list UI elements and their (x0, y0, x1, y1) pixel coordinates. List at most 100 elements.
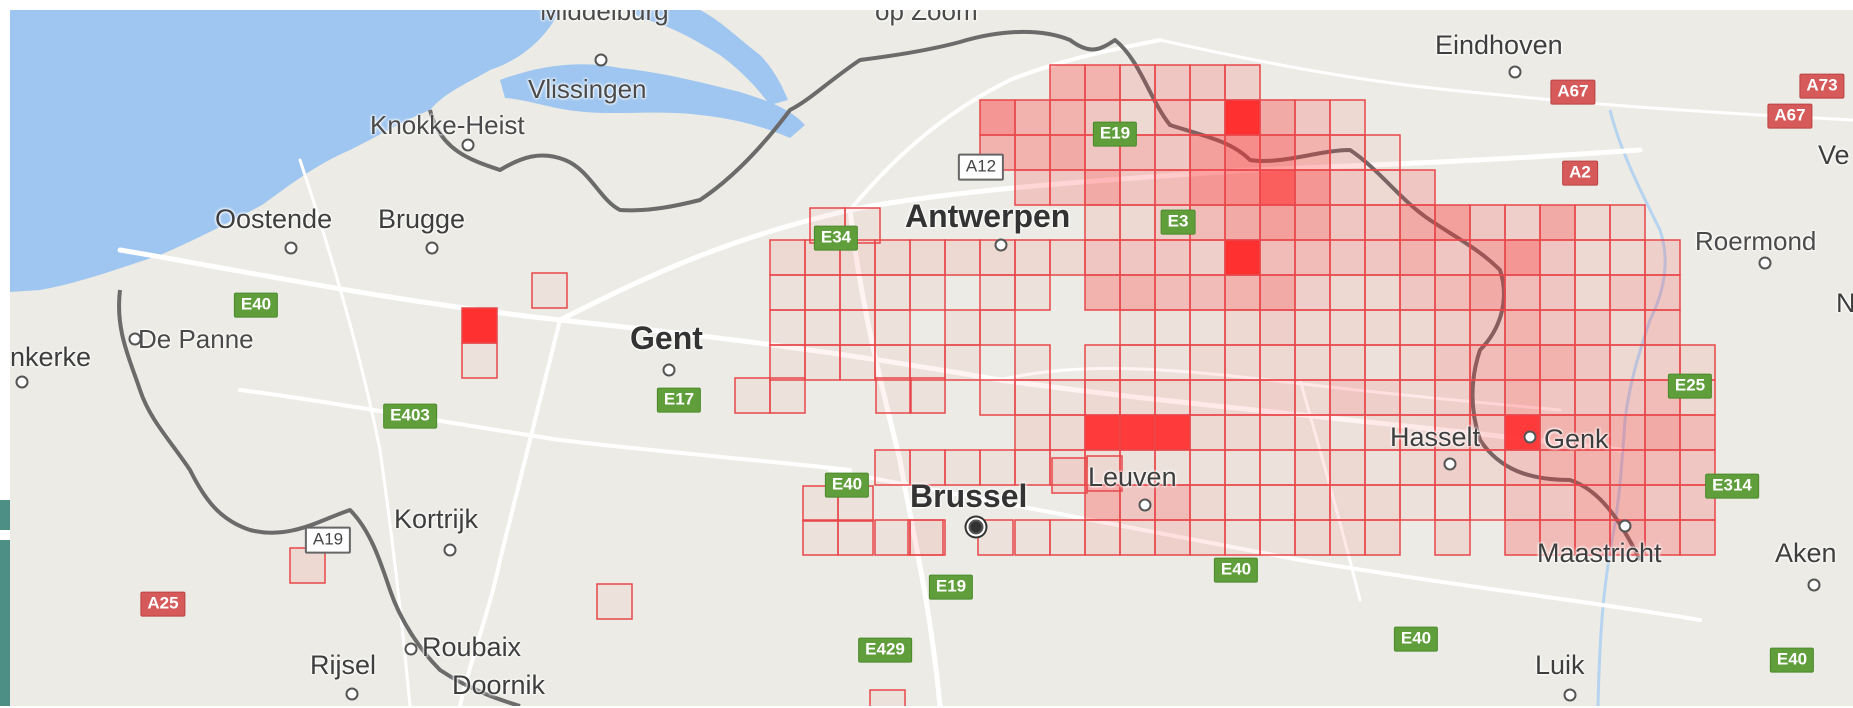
grid-cell (1574, 449, 1611, 486)
road-shield-e314: E314 (1705, 473, 1759, 499)
grid-cell (1504, 309, 1541, 346)
place-vlissingen-label: Vlissingen (528, 74, 647, 104)
road-shield-e34: E34 (813, 225, 859, 251)
grid-cell (1084, 519, 1121, 556)
grid-cell (875, 377, 912, 414)
grid-cell (1329, 134, 1366, 171)
place-doornik-label: Doornik (452, 670, 546, 700)
grid-cell (1434, 519, 1471, 556)
grid-cell (1224, 379, 1261, 416)
grid-cell (874, 309, 911, 346)
grid-cell (1609, 379, 1646, 416)
grid-cell (1189, 64, 1226, 101)
grid-cell (1329, 169, 1366, 206)
grid-cell (1224, 99, 1261, 136)
grid-cell (769, 274, 806, 311)
grid-cell (1364, 239, 1401, 276)
left-accent-bar-upper (0, 500, 10, 530)
grid-cell (1049, 64, 1086, 101)
grid-cell (1119, 274, 1156, 311)
grid-cell (1399, 169, 1436, 206)
grid-cell (289, 547, 326, 584)
grid-cell (1294, 484, 1331, 521)
grid-cell (1679, 519, 1716, 556)
westerschelde (500, 64, 805, 138)
grid-cell (1364, 204, 1401, 241)
page-left-edge (0, 0, 10, 708)
grid-cell (1224, 169, 1261, 206)
grid-cell (1644, 449, 1681, 486)
grid-cell (1119, 414, 1156, 451)
place-rijsel-marker (345, 687, 359, 701)
grid-cell (1469, 484, 1506, 521)
grid-cell (1469, 449, 1506, 486)
grid-cell (874, 449, 911, 486)
place-nkerke-marker (15, 375, 29, 389)
place-brussel-label: Brussel (910, 478, 1028, 514)
grid-cell (1119, 169, 1156, 206)
grid-cell (839, 309, 876, 346)
grid-cell (1084, 274, 1121, 311)
grid-cell (1574, 484, 1611, 521)
grid-cell (1644, 414, 1681, 451)
grid-cell (1154, 274, 1191, 311)
grid-cell (1259, 484, 1296, 521)
grid-cell (1014, 414, 1051, 451)
grid-cell (1609, 414, 1646, 451)
grid-cell (1504, 379, 1541, 416)
grid-cell (1539, 309, 1576, 346)
grid-cell (1049, 239, 1086, 276)
grid-cell (1294, 204, 1331, 241)
grid-cell (944, 239, 981, 276)
grid-cell (1399, 274, 1436, 311)
grid-cell (1084, 169, 1121, 206)
road-shield-a2: A2 (1562, 160, 1598, 186)
grid-cell (1364, 449, 1401, 486)
grid-cell (909, 377, 946, 414)
place-oostende-label: Oostende (215, 204, 333, 234)
grid-cell (979, 274, 1016, 311)
grid-cell (1224, 309, 1261, 346)
place-knokke-heist-label: Knokke-Heist (370, 110, 525, 140)
page-bottom-edge (0, 706, 1853, 708)
place-eindhoven-label: Eindhoven (1435, 30, 1563, 60)
grid-cell (1294, 169, 1331, 206)
grid-cell (1504, 484, 1541, 521)
grid-cell (839, 274, 876, 311)
place-gent-marker (662, 363, 676, 377)
grid-cell (1014, 99, 1051, 136)
grid-cell (769, 239, 806, 276)
grid-cell (1364, 134, 1401, 171)
grid-cell (1574, 204, 1611, 241)
grid-cell (1504, 239, 1541, 276)
grid-cell (909, 239, 946, 276)
road-shield-a12: A12 (957, 153, 1005, 181)
grid-cell (1539, 204, 1576, 241)
grid-cell (734, 377, 771, 414)
grid-cell (1154, 449, 1191, 486)
grid-cell (1154, 239, 1191, 276)
grid-cell (1224, 344, 1261, 381)
grid-cell (944, 344, 981, 381)
grid-cell (1539, 239, 1576, 276)
grid-cell (1224, 484, 1261, 521)
grid-cell (1189, 239, 1226, 276)
grid-cell (1434, 379, 1471, 416)
grid-cell (1609, 309, 1646, 346)
grid-cell (909, 344, 946, 381)
grid-cell (1434, 484, 1471, 521)
grid-cell (979, 379, 1016, 416)
grid-cell (1259, 274, 1296, 311)
grid-cell (1154, 64, 1191, 101)
road-shield-e3-partial: E3 (1160, 209, 1196, 235)
grid-cell (1469, 274, 1506, 311)
grid-cell (1189, 274, 1226, 311)
grid-cell (769, 344, 806, 381)
grid-cell (1399, 379, 1436, 416)
grid-cell (1399, 204, 1436, 241)
page-top-edge (0, 0, 1853, 10)
grid-cell (1119, 64, 1156, 101)
